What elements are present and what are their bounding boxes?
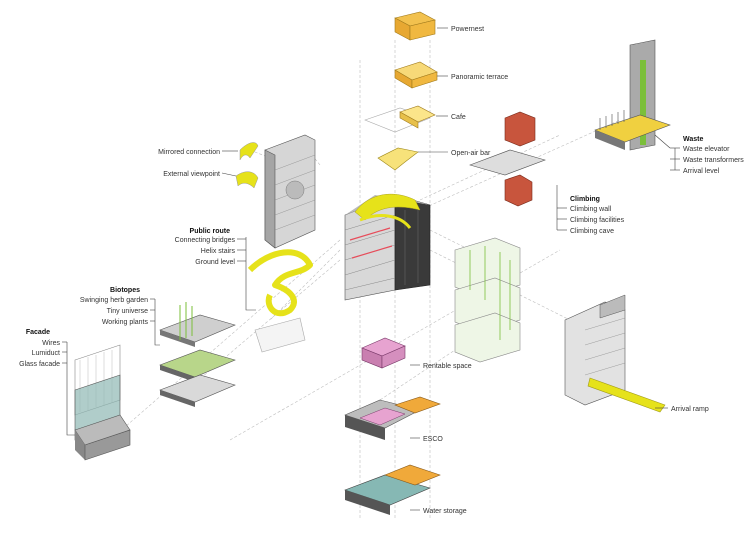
label-waste-elevator: Waste elevator <box>683 146 730 153</box>
powernest-block <box>394 11 436 41</box>
green-tower-stack <box>454 237 521 363</box>
water-storage-block <box>344 464 441 515</box>
panoramic-terrace-block <box>394 61 438 89</box>
label-panoramic-terrace: Panoramic terrace <box>451 74 508 81</box>
label-open-air-bar: Open-air bar <box>451 150 491 157</box>
label-powernest: Powernest <box>451 26 484 33</box>
label-ground-level: Ground level <box>195 259 235 266</box>
label-lumiduct: Lumiduct <box>32 350 60 357</box>
heading-public-route: Public route <box>190 228 231 235</box>
biotopes-plates <box>159 302 236 407</box>
esco-block <box>344 396 441 440</box>
central-tower <box>344 193 431 301</box>
label-working-plants: Working plants <box>102 319 149 326</box>
label-climbing-facilities: Climbing facilities <box>570 217 625 224</box>
label-waste-transformers: Waste transformers <box>683 157 744 164</box>
label-swinging-herb-garden: Swinging herb garden <box>80 297 148 304</box>
labels: Powernest Panoramic terrace Cafe Open-ai… <box>19 26 744 515</box>
arrival-building <box>564 294 666 413</box>
heading-facade: Facade <box>26 329 50 336</box>
label-climbing-wall: Climbing wall <box>570 206 612 213</box>
label-arrival-ramp: Arrival ramp <box>671 406 709 413</box>
rentable-space-block <box>361 337 406 369</box>
label-arrival-level: Arrival level <box>683 168 720 175</box>
mirrored-connection-shape <box>235 142 259 189</box>
label-external-viewpoint: External viewpoint <box>163 171 220 178</box>
heading-waste: Waste <box>683 136 703 143</box>
label-mirrored-connection: Mirrored connection <box>158 149 220 156</box>
heading-biotopes: Biotopes <box>110 287 140 294</box>
label-helix-stairs: Helix stairs <box>201 248 236 255</box>
cafe-block <box>364 105 436 133</box>
leader-lines <box>62 27 680 511</box>
label-connecting-bridges: Connecting bridges <box>175 237 236 244</box>
label-climbing-cave: Climbing cave <box>570 228 614 235</box>
public-route-shape <box>247 249 313 353</box>
label-esco: ESCO <box>423 436 443 443</box>
climbing-blocks <box>469 111 546 207</box>
mirrored-building <box>264 134 316 249</box>
label-cafe: Cafe <box>451 114 466 121</box>
label-glass-facade: Glass facade <box>19 361 60 368</box>
heading-climbing: Climbing <box>570 196 600 203</box>
label-tiny-universe: Tiny universe <box>107 308 148 315</box>
label-water-storage: Water storage <box>423 508 467 515</box>
label-rentable-space: Rentable space <box>423 363 472 370</box>
facade-panels <box>74 344 131 461</box>
open-air-bar-block <box>377 147 419 171</box>
waste-structure <box>594 39 671 151</box>
label-wires: Wires <box>42 340 60 347</box>
